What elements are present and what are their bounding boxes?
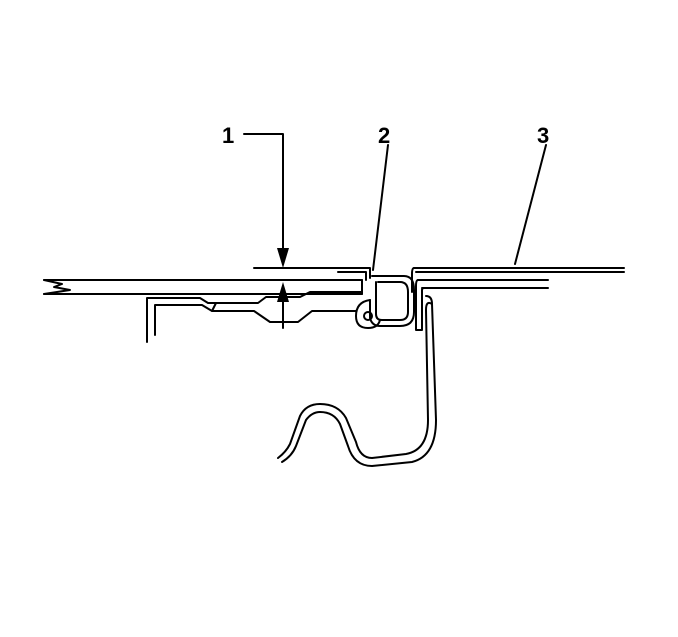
callout-label-3: 3 — [537, 123, 549, 148]
lower-flange — [277, 295, 437, 467]
callout-label-1: 1 — [222, 123, 234, 148]
callout-3-leader — [514, 144, 547, 265]
callout-label-2: 2 — [378, 123, 390, 148]
left-panel — [43, 267, 371, 295]
weatherstrip-seal — [355, 275, 415, 329]
inner-bracket — [146, 291, 363, 343]
roof-panel — [411, 267, 625, 331]
callout-1-leader — [243, 133, 333, 329]
callout-2-leader — [372, 144, 389, 271]
